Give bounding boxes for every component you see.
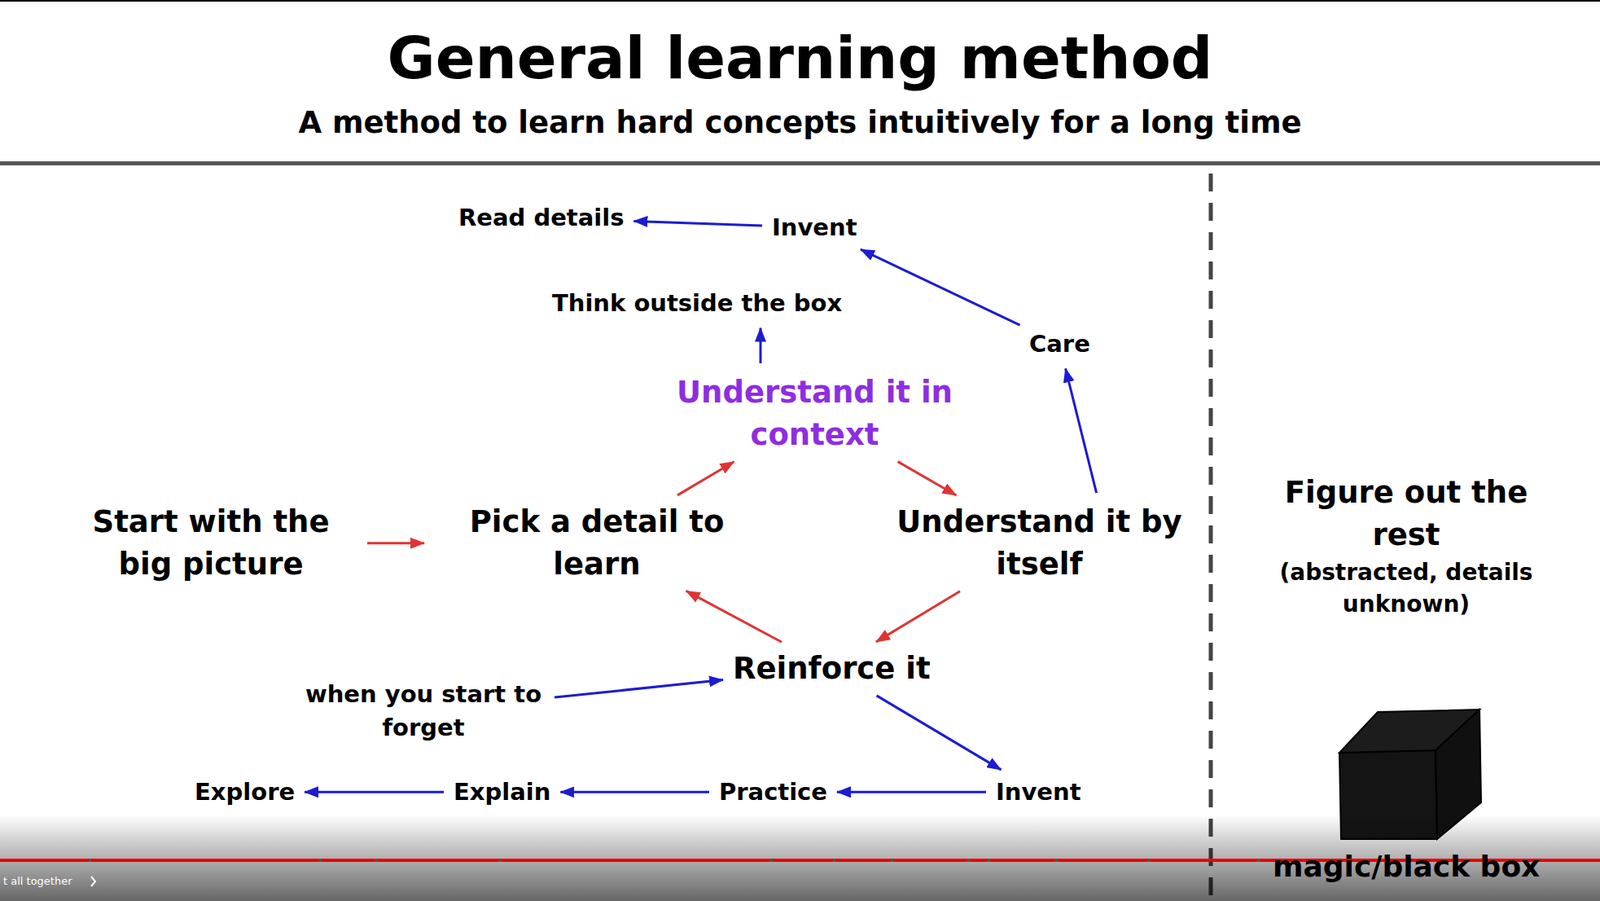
chapter-gap [832,858,836,862]
main-step: Understand it by itself [889,497,1189,589]
node-text: Invent [995,775,1082,809]
step-label: Invent [990,771,1087,812]
side-step: Figure out the rest(abstracted, details … [1254,468,1558,623]
flow-arrow [759,328,763,364]
chapter-gaps [88,858,1260,862]
header-rule [0,161,1600,166]
node-subtext: (abstracted, details unknown) [1259,556,1553,620]
flow-arrow [876,695,1002,770]
illustration-caption: magic/black box [1272,848,1540,884]
chapter-gap [1147,858,1150,862]
start-step: Start with the big picture [59,497,363,589]
flow-arrow [677,461,735,496]
node-text: Read details [458,201,624,235]
node-text: Pick a detail to learn [433,500,760,586]
step-label: Think outside the box [547,283,847,324]
flow-arrow [633,220,763,226]
chapter-gap [987,858,991,862]
main-step: Pick a detail to learn [429,497,765,589]
step-label: Explain [448,771,556,812]
chapter-gap [770,858,773,862]
frame-line [0,0,1600,2]
flow-arrow [898,461,957,496]
chapter-title: t all together [3,874,73,888]
node-text: when you start to forget [302,677,545,744]
chapter-gap [1257,858,1260,862]
chapter-gap [1055,858,1058,862]
node-text: Invent [771,210,858,245]
node-text: Reinforce it [732,647,931,690]
node-text: Understand it in context [670,371,960,456]
node-text: Start with the big picture [64,500,358,586]
node-text: Explore [194,775,295,809]
flow-arrow [367,541,425,544]
step-label: Explore [189,771,300,812]
chapter-gap [499,858,502,862]
chapter-gap [890,858,894,862]
chevron-icon [91,876,96,886]
diagram-title: General learning method [0,26,1600,91]
flow-arrow [860,249,1021,325]
flow-arrow [837,790,987,794]
player-shade [0,814,1600,901]
divider-dashed [1209,173,1214,901]
chapter-gap [319,858,322,862]
main-step: Reinforce it [727,644,936,693]
chapter-gap [375,858,378,862]
flow-arrow [686,590,782,642]
step-label: Practice [714,771,833,812]
node-text: Care [1029,327,1091,361]
node-text: Think outside the box [552,286,842,320]
flow-arrow [554,679,724,697]
step-label: Invent [767,207,863,248]
step-label: Care [1024,324,1096,364]
chapter-gap [88,858,92,862]
chapter-gap [967,858,970,862]
trigger-note: when you start to forget [297,674,550,747]
node-text: Explain [453,775,551,809]
flow-arrow [560,790,710,794]
step-label: Read details [453,197,629,238]
node-text: Practice [718,775,828,809]
node-text: Understand it by itself [894,500,1184,586]
flow-arrow [876,591,960,642]
node-text: Figure out the rest [1259,471,1553,557]
diagram-subtitle: A method to learn hard concepts intuitiv… [0,106,1600,141]
flow-arrow [304,790,444,794]
flow-arrow [1065,368,1097,493]
central-step: Understand it in context [665,368,965,460]
